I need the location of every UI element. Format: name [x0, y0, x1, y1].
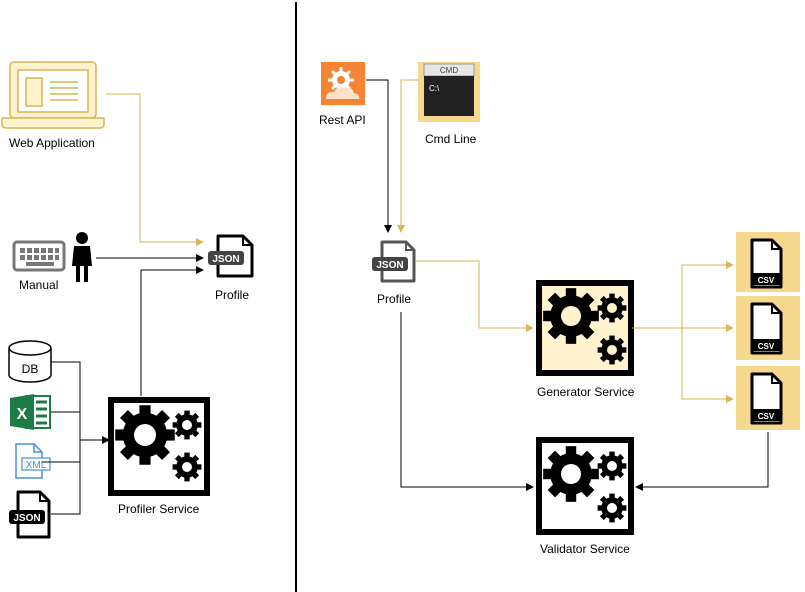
profile-left-label: Profile: [215, 288, 250, 302]
cmd-title-text: CMD: [440, 66, 458, 75]
profile-to-validator-connector: [400, 312, 534, 491]
web-application-label: Web Application: [9, 136, 95, 150]
svg-text:X: X: [17, 406, 28, 423]
csv-file-icon-3: CSV: [736, 366, 800, 430]
generator-service-label: Generator Service: [537, 385, 635, 399]
web-to-profile-connector: [106, 93, 204, 246]
svg-text:JSON: JSON: [376, 260, 403, 271]
svg-text:CSV: CSV: [758, 412, 775, 421]
profiler-service-label: Profiler Service: [118, 502, 200, 516]
rest-api-icon: [321, 62, 365, 105]
db-label: DB: [22, 362, 39, 376]
xml-tag-text: XML: [26, 460, 47, 471]
cmd-prompt-text: C:\: [429, 84, 440, 93]
xml-file-icon: XML: [15, 443, 51, 479]
database-icon: DB: [8, 340, 52, 383]
generator-service-icon: [536, 280, 634, 376]
svg-text:CSV: CSV: [758, 276, 775, 285]
cmd-line-label: Cmd Line: [425, 132, 477, 146]
keyboard-icon: [12, 240, 66, 272]
source-connectors: [42, 361, 110, 515]
profile-json-icon: JSON: [372, 240, 416, 283]
profiler-service-icon: [108, 397, 210, 496]
json-tag-text: JSON: [212, 254, 239, 265]
profile-to-generator-connector: [416, 260, 534, 332]
excel-icon: X: [10, 394, 51, 430]
profile-right-label: Profile: [377, 292, 412, 306]
cmd-to-profile-connector: [397, 79, 418, 233]
profiler-to-profile-connector: [140, 266, 204, 396]
json-source-icon: JSON: [9, 490, 51, 539]
manual-label: Manual: [19, 278, 59, 292]
csv-to-validator-connector: [635, 432, 769, 491]
csv-file-icon-2: CSV: [736, 296, 800, 360]
json-file-icon: JSON: [208, 234, 254, 278]
validator-service-icon: [536, 437, 634, 535]
restapi-to-profile-connector: [366, 79, 392, 233]
person-icon: [72, 232, 92, 282]
svg-text:JSON: JSON: [13, 513, 40, 524]
csv-file-icon-1: CSV: [736, 232, 800, 292]
laptop-icon: [1, 61, 105, 129]
svg-text:CSV: CSV: [758, 342, 775, 351]
validator-service-label: Validator Service: [540, 542, 630, 556]
rest-api-label: Rest API: [319, 113, 366, 127]
cmd-terminal-icon: CMD C:\: [418, 62, 480, 122]
generator-to-csv-connectors: [632, 261, 734, 403]
